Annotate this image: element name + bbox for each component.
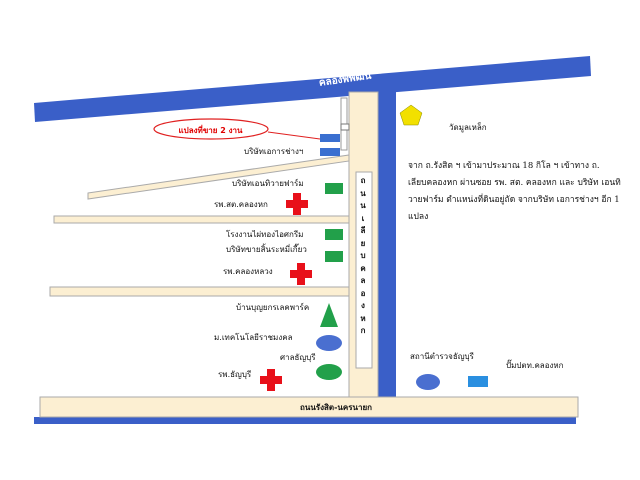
estate-icon	[320, 303, 338, 327]
road-diagonal	[87, 154, 350, 200]
gas-station-label: ปั๊มปตท.คลองหก	[506, 361, 564, 370]
police-station-icon	[416, 374, 440, 390]
canal-bottom	[34, 417, 576, 424]
sale-plot-marker	[320, 134, 340, 142]
hospital-klonghok-label: รพ.สต.คลองหก	[214, 200, 268, 209]
road-horizontal-1	[53, 215, 350, 224]
directions-text: จาก ถ.รังสิต ฯ เข้ามาประมาณ 18 กิโล ฯ เข…	[408, 161, 621, 222]
police-station-label: สถานีตำรวจธัญบุรี	[410, 352, 474, 361]
company-entivy-label: บริษัทเอนทิวายฟาร์ม	[232, 179, 304, 188]
sale-plot-label: แปลงที่ขาย 2 งาน	[178, 126, 243, 135]
hospital-klongluang-icon	[290, 263, 312, 285]
soi-vertical-label: ถ น น เ ลี ย บ ค ล อ ง ห ก	[360, 176, 366, 335]
soi-label-box	[355, 171, 373, 369]
icecream-factory-label: โรงงานไผ่ทองไอศกรีม	[226, 230, 304, 239]
court-icon	[316, 364, 342, 380]
university-icon	[316, 335, 342, 351]
canal-vertical	[378, 86, 396, 402]
university-label: ม.เทคโนโลยีราชมงคล	[214, 333, 293, 342]
company-entivy-marker	[325, 183, 343, 194]
hospital-thanyaburi-icon	[260, 369, 282, 391]
court-label: ศาลธัญบุรี	[280, 353, 316, 362]
noodle-company-marker	[325, 251, 343, 262]
noodle-company-label: บริษัทขายสิ้นระหมี่เกี๊ยว	[226, 245, 307, 254]
company-ekarn-marker	[320, 148, 340, 156]
temple-icon	[399, 104, 423, 126]
sale-plot-oval	[153, 118, 269, 140]
canal-klongpeepat	[34, 56, 591, 122]
hospital-thanyaburi-label: รพ.ธัญบุรี	[218, 370, 252, 379]
hospital-klongluang-label: รพ.คลองหลวง	[223, 267, 273, 276]
company-ekarn-label: บริษัทเอการช่างฯ	[244, 147, 304, 156]
main-road	[39, 396, 579, 418]
gas-station-icon	[468, 376, 488, 387]
road-horizontal-2	[49, 286, 350, 297]
sale-plot-pointer	[267, 131, 321, 140]
estate-label: บ้านบุญยกรเลคพาร์ค	[236, 303, 310, 312]
temple-label: วัดมูลเหล็ก	[449, 123, 487, 132]
hospital-klonghok-icon	[286, 193, 308, 215]
main-road-label: ถนนรังสิต-นครนายก	[300, 403, 372, 412]
plot-outline-small	[340, 123, 350, 131]
icecream-factory-marker	[325, 229, 343, 240]
